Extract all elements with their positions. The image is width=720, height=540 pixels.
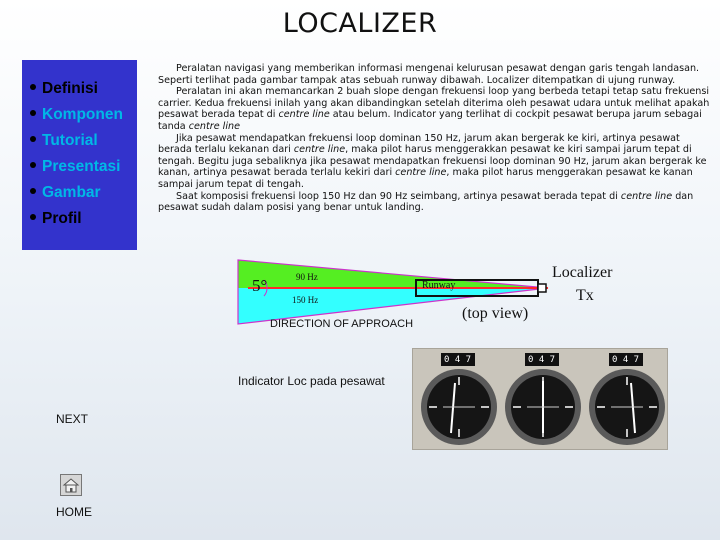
instrument-panel: 0 4 7 0 4 7 0 4 7 xyxy=(412,348,668,450)
loc-needle-right-icon xyxy=(589,353,665,445)
angle-label: 5° xyxy=(252,276,268,295)
paragraph-1: Peralatan navigasi yang memberikan infor… xyxy=(158,63,700,86)
nav-item-definisi: Definisi xyxy=(30,76,137,102)
nav-item-gambar[interactable]: Gambar xyxy=(30,180,137,206)
loc-needle-left-icon xyxy=(421,353,497,445)
nav-item-profil: Profil xyxy=(30,206,137,232)
tx-label: Tx xyxy=(576,287,594,304)
loc-indicator-1: 0 4 7 xyxy=(417,349,499,449)
localizer-label: Localizer xyxy=(552,264,613,281)
runway-label: Runway xyxy=(422,280,456,291)
nav-item-tutorial[interactable]: Tutorial xyxy=(30,128,137,154)
loc-indicator-2: 0 4 7 xyxy=(501,349,583,449)
label-150hz: 150 Hz xyxy=(292,295,319,305)
localizer-tx xyxy=(537,283,547,293)
nav-menu: Definisi Komponen Tutorial Presentasi Ga… xyxy=(22,60,137,250)
heading-readout-1: 0 4 7 xyxy=(444,355,472,365)
nav-item-presentasi[interactable]: Presentasi xyxy=(30,154,137,180)
home-button[interactable] xyxy=(60,474,82,496)
localizer-diagram: 5° 90 Hz 150 Hz Runway Localizer Tx (top… xyxy=(230,258,630,338)
top-view-label: (top view) xyxy=(462,305,529,322)
beam-illustration xyxy=(237,259,549,325)
label-90hz: 90 Hz xyxy=(296,272,318,282)
home-label[interactable]: HOME xyxy=(56,505,92,519)
page-title: LOCALIZER xyxy=(282,8,438,39)
paragraph-4: Saat komposisi frekuensi loop 150 Hz dan… xyxy=(158,190,694,214)
loc-needle-center-icon xyxy=(505,353,581,445)
next-button[interactable]: NEXT xyxy=(56,412,89,426)
house-icon xyxy=(62,478,80,493)
direction-label: DIRECTION OF APPROACH xyxy=(270,318,414,330)
nav-item-komponen[interactable]: Komponen xyxy=(30,102,137,128)
heading-readout-2: 0 4 7 xyxy=(528,355,556,365)
paragraph-3: Jika pesawat mendapatkan frekuensi loop … xyxy=(158,132,707,190)
paragraph-2: Peralatan ini akan memancarkan 2 buah sl… xyxy=(158,86,710,132)
description-text: Peralatan navigasi yang memberikan infor… xyxy=(158,63,713,214)
instrument-caption: Indicator Loc pada pesawat xyxy=(238,374,385,388)
heading-readout-3: 0 4 7 xyxy=(612,355,640,365)
loc-indicator-3: 0 4 7 xyxy=(585,349,667,449)
